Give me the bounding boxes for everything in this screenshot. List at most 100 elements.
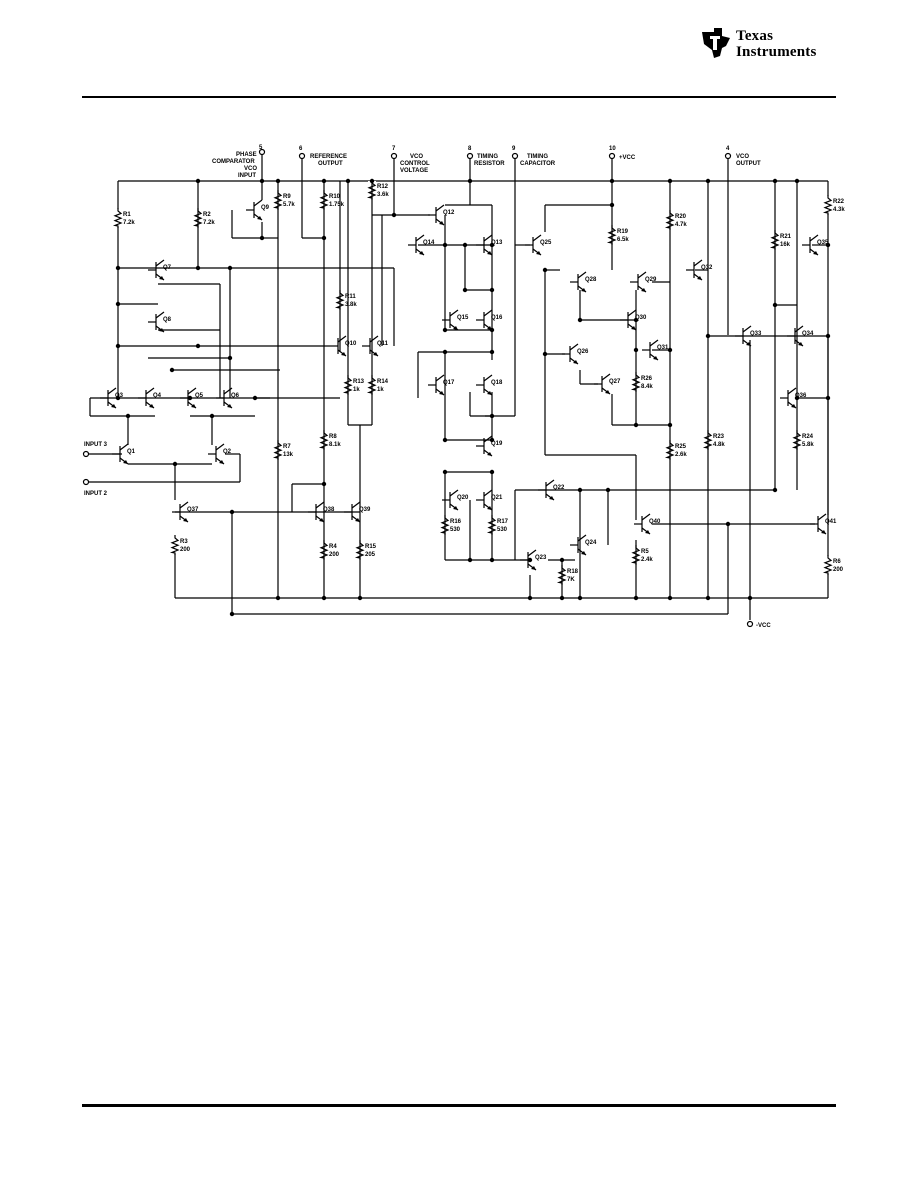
transistor-q21: Q21	[476, 489, 503, 511]
svg-text:13k: 13k	[283, 452, 294, 458]
transistor-q32: Q32	[686, 259, 713, 281]
svg-text:VCO: VCO	[736, 154, 749, 160]
junctions	[115, 178, 831, 617]
svg-text:Q3: Q3	[115, 393, 124, 399]
transistor-q15: Q15	[442, 309, 469, 331]
svg-text:Q18: Q18	[491, 380, 503, 386]
svg-text:INPUT 3: INPUT 3	[84, 442, 108, 448]
svg-text:Q2: Q2	[223, 449, 232, 455]
brand-line-2: Instruments	[736, 44, 817, 60]
svg-text:5.7k: 5.7k	[283, 202, 295, 208]
svg-text:7.2k: 7.2k	[203, 220, 215, 226]
svg-text:R16: R16	[450, 519, 462, 525]
pin-9: 9 TIMING CAPACITOR	[485, 146, 556, 417]
resistor-r1: R17.2k	[112, 208, 135, 228]
svg-text:Q31: Q31	[657, 345, 669, 351]
svg-text:Q11: Q11	[377, 341, 389, 347]
svg-text:Q37: Q37	[187, 507, 199, 513]
svg-text:Q5: Q5	[195, 393, 204, 399]
transistor-q8: Q8	[148, 311, 172, 333]
svg-text:R4: R4	[329, 544, 337, 550]
svg-text:Q19: Q19	[491, 441, 503, 447]
svg-text:R8: R8	[329, 434, 337, 440]
svg-text:4.8k: 4.8k	[713, 442, 725, 448]
svg-text:Q24: Q24	[585, 540, 597, 546]
svg-text:200: 200	[180, 547, 191, 553]
svg-text:R15: R15	[365, 544, 377, 550]
svg-text:R2: R2	[203, 212, 211, 218]
svg-text:+VCC: +VCC	[619, 155, 636, 161]
svg-text:R13: R13	[353, 379, 365, 385]
resistor-r9: R95.7k	[272, 190, 295, 210]
pin-8: 8 TIMING RESISTOR	[466, 146, 505, 205]
footer-rule	[82, 1104, 836, 1107]
svg-text:Q26: Q26	[577, 349, 589, 355]
svg-text:TIMING: TIMING	[527, 154, 548, 160]
transistor-q36: Q36	[780, 387, 807, 409]
svg-text:Q22: Q22	[553, 485, 565, 491]
transistor-q26: Q26	[562, 343, 589, 365]
wiring	[89, 181, 829, 598]
svg-text:Q14: Q14	[423, 240, 435, 246]
svg-text:2.6k: 2.6k	[675, 452, 687, 458]
svg-text:530: 530	[450, 527, 461, 533]
svg-text:Q1: Q1	[127, 449, 136, 455]
transistor-q11: Q11	[362, 335, 389, 357]
svg-text:5.8k: 5.8k	[802, 442, 814, 448]
brand-name: Texas Instruments	[736, 28, 817, 60]
transistor-q19: Q19	[476, 435, 503, 457]
svg-text:200: 200	[329, 552, 340, 558]
svg-text:Q21: Q21	[491, 495, 503, 501]
transistor-q7: Q7	[148, 259, 172, 281]
svg-text:8.1k: 8.1k	[329, 442, 341, 448]
transistor-q10: Q10	[330, 335, 357, 357]
transistor-q18: Q18	[476, 374, 503, 396]
svg-text:Q29: Q29	[645, 277, 657, 283]
svg-text:VOLTAGE: VOLTAGE	[400, 168, 428, 174]
svg-text:-VCC: -VCC	[756, 623, 771, 629]
transistor-q31: Q31	[642, 339, 669, 361]
svg-text:Q20: Q20	[457, 495, 469, 501]
svg-text:R12: R12	[377, 184, 389, 190]
transistor-q20: Q20	[442, 489, 469, 511]
transistor-q25: Q25	[525, 234, 552, 256]
transistor-q12: Q12	[428, 204, 455, 226]
svg-text:R26: R26	[641, 376, 653, 382]
svg-text:Q8: Q8	[163, 317, 172, 323]
svg-text:COMPARATOR: COMPARATOR	[212, 159, 255, 165]
svg-text:4: 4	[726, 146, 730, 152]
svg-text:R1: R1	[123, 212, 131, 218]
svg-text:200: 200	[833, 567, 844, 573]
svg-text:Q36: Q36	[795, 393, 807, 399]
svg-text:1k: 1k	[377, 387, 384, 393]
svg-text:4.3k: 4.3k	[833, 207, 845, 213]
svg-text:R20: R20	[675, 214, 687, 220]
svg-text:R25: R25	[675, 444, 687, 450]
svg-text:CONTROL: CONTROL	[400, 161, 430, 167]
svg-text:7: 7	[392, 146, 396, 152]
svg-text:Q25: Q25	[540, 240, 552, 246]
svg-text:PHASE: PHASE	[236, 152, 257, 158]
svg-text:RESISTOR: RESISTOR	[474, 161, 505, 167]
pin-4: 4 VCO OUTPUT	[724, 146, 761, 335]
svg-text:R3: R3	[180, 539, 188, 545]
svg-text:8: 8	[468, 146, 472, 152]
svg-text:3.6k: 3.6k	[377, 192, 389, 198]
svg-text:R6: R6	[833, 559, 841, 565]
svg-text:R22: R22	[833, 199, 845, 205]
transistor-q16: Q16	[476, 309, 503, 331]
transistor-q9: Q9	[246, 199, 270, 221]
svg-text:Q12: Q12	[443, 210, 455, 216]
